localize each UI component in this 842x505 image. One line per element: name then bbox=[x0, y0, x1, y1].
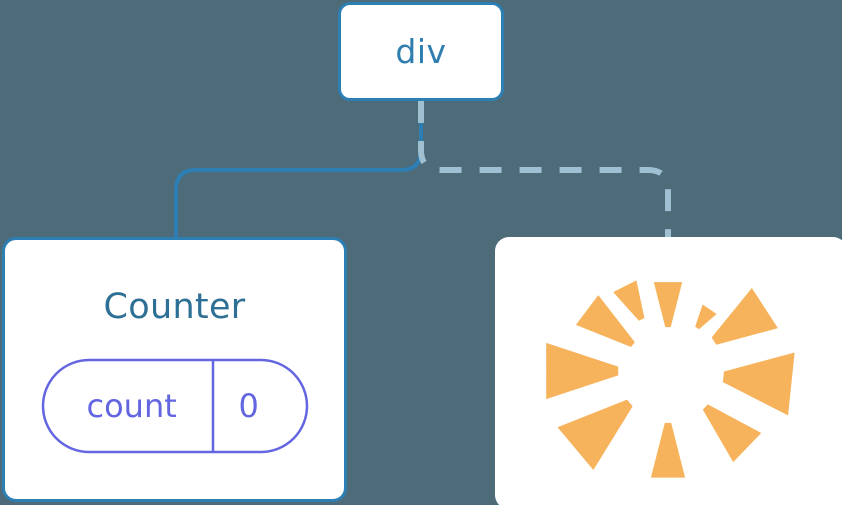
burst-node[interactable] bbox=[495, 237, 842, 505]
edge-div-to-counter bbox=[174, 99, 423, 242]
edge-div-to-burst bbox=[418, 101, 671, 240]
prop-pill-value: 0 bbox=[238, 387, 259, 425]
sparkle-burst-icon bbox=[546, 280, 795, 478]
burst-ray-9 bbox=[613, 280, 645, 321]
burst-ray-5 bbox=[722, 352, 795, 416]
burst-ray-2 bbox=[575, 295, 635, 348]
burst-ray-1 bbox=[695, 304, 717, 330]
burst-ray-0 bbox=[653, 282, 683, 328]
counter-node-label: Counter bbox=[103, 287, 246, 327]
prop-pill-shape bbox=[41, 358, 308, 454]
counter-node[interactable]: Counter count 0 bbox=[2, 237, 347, 502]
burst-ray-3 bbox=[711, 288, 778, 345]
burst-ray-6 bbox=[557, 399, 633, 471]
burst-ray-7 bbox=[702, 404, 762, 463]
burst-ray-8 bbox=[650, 422, 686, 478]
div-node-label: div bbox=[395, 32, 447, 71]
prop-pill-count[interactable]: count 0 bbox=[41, 358, 309, 454]
burst-ray-4 bbox=[546, 342, 619, 400]
burst-rays bbox=[546, 280, 795, 478]
prop-pill-key: count bbox=[86, 387, 177, 425]
div-node[interactable]: div bbox=[338, 2, 504, 101]
